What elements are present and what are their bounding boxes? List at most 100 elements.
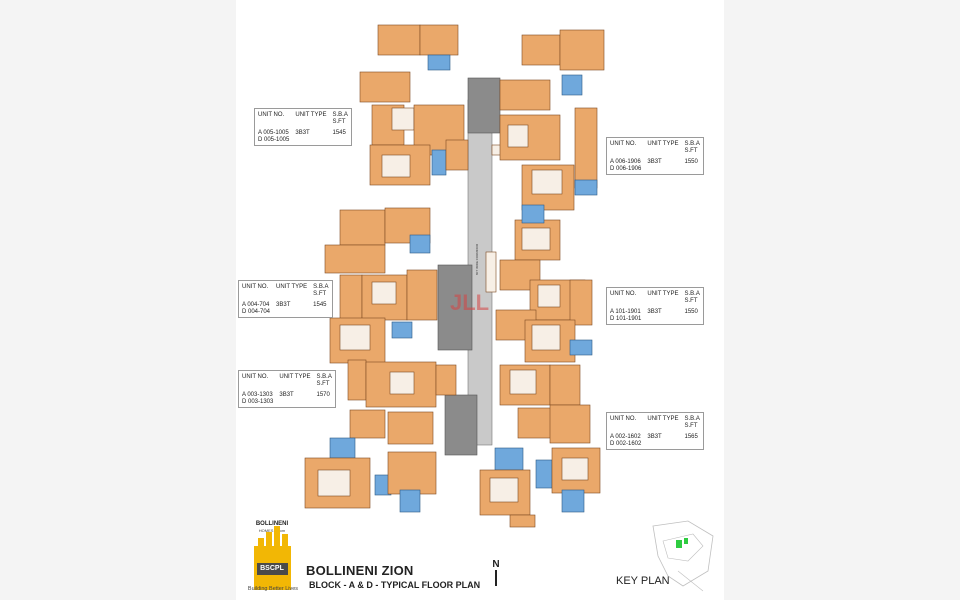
kitchen [499, 79, 551, 111]
bedroom [521, 34, 561, 66]
unit-type: 3B3T [276, 302, 291, 308]
header-unit-type: UNIT TYPE [276, 284, 308, 290]
bed [381, 154, 411, 178]
toilet [535, 459, 553, 489]
toilet [521, 204, 545, 224]
dining-table [389, 371, 415, 395]
bedroom [549, 404, 591, 444]
toilet [409, 234, 431, 254]
toilet [574, 179, 598, 196]
header-unit-no: UNIT NO. [258, 112, 285, 118]
brand-subname: HOMES Room [258, 528, 286, 533]
brand-tagline: Building Better Lives [247, 586, 299, 592]
unit-sba: 1545 [332, 130, 346, 136]
toilet [494, 447, 524, 471]
right-margin [724, 0, 960, 600]
balcony [574, 107, 598, 189]
corridor-label: 8FT WIDE CORRIDOR [475, 243, 479, 275]
unit-type: 3B3T [279, 392, 294, 398]
balcony [509, 514, 536, 528]
lift-core-middle [437, 264, 473, 351]
bed [531, 324, 561, 351]
header-unit-no: UNIT NO. [610, 291, 637, 297]
kitchen [324, 244, 386, 274]
header-unit-no: UNIT NO. [610, 416, 637, 422]
unit-sba: 1545 [313, 302, 327, 308]
living [406, 269, 438, 321]
balcony [549, 364, 581, 406]
key-plan-map [652, 520, 714, 592]
balcony [569, 279, 593, 326]
service-shaft [485, 251, 497, 293]
kitchen [349, 409, 386, 439]
bedroom [339, 209, 386, 246]
dining-table [391, 107, 415, 131]
header-unit-type: UNIT TYPE [647, 416, 679, 422]
north-indicator: N [488, 559, 504, 586]
key-plan-label: KEY PLAN [616, 575, 670, 587]
bed [489, 477, 519, 503]
bedroom [387, 451, 437, 495]
foyer [435, 364, 457, 396]
toilet [391, 321, 413, 339]
toilet [561, 489, 585, 513]
left-margin [0, 0, 236, 600]
bedroom [559, 29, 605, 71]
dining-table [507, 124, 529, 148]
header-unit-no: UNIT NO. [610, 141, 637, 147]
bed [561, 457, 589, 481]
unit-sba: 1570 [316, 392, 330, 398]
bed [521, 227, 551, 251]
toilet [399, 489, 421, 513]
header-unit-type: UNIT TYPE [647, 141, 679, 147]
brand-name: BOLLINENI [255, 521, 289, 527]
header-unit-no: UNIT NO. [242, 374, 269, 380]
bedroom [377, 24, 421, 56]
lift-core-bottom [444, 394, 478, 456]
header-unit-type: UNIT TYPE [295, 112, 327, 118]
bed [339, 324, 371, 351]
dining-table [537, 284, 561, 308]
balcony [339, 274, 363, 321]
plan-subtitle: BLOCK - A & D - TYPICAL FLOOR PLAN [309, 580, 481, 590]
unit-sba: 1565 [684, 434, 698, 440]
toilet [561, 74, 583, 96]
unit-type: 3B3T [647, 434, 662, 440]
kitchen [499, 259, 541, 291]
foyer [445, 139, 469, 171]
watermark: JLL [450, 290, 489, 315]
dining-table [509, 369, 537, 395]
logo-text: BSCPL [260, 565, 284, 572]
balcony [347, 359, 367, 401]
header-unit-type: UNIT TYPE [647, 291, 679, 297]
north-label: N [492, 559, 500, 570]
bedroom [387, 411, 434, 445]
header-unit-no: UNIT NO. [242, 284, 269, 290]
bedroom [419, 24, 459, 56]
bed [531, 169, 563, 195]
bscpl-logo-icon [254, 526, 291, 590]
unit-sba: 1550 [684, 309, 698, 315]
toilet [431, 149, 447, 176]
lift-core-top [467, 77, 501, 134]
unit-type: 3B3T [647, 159, 662, 165]
floor-plan-drawing: 8FT WIDE CORRIDOR JLL [304, 24, 605, 528]
kitchen [359, 71, 411, 103]
dining-table [371, 281, 397, 305]
project-title: BOLLINENI ZION [306, 563, 414, 578]
bed [317, 469, 351, 497]
